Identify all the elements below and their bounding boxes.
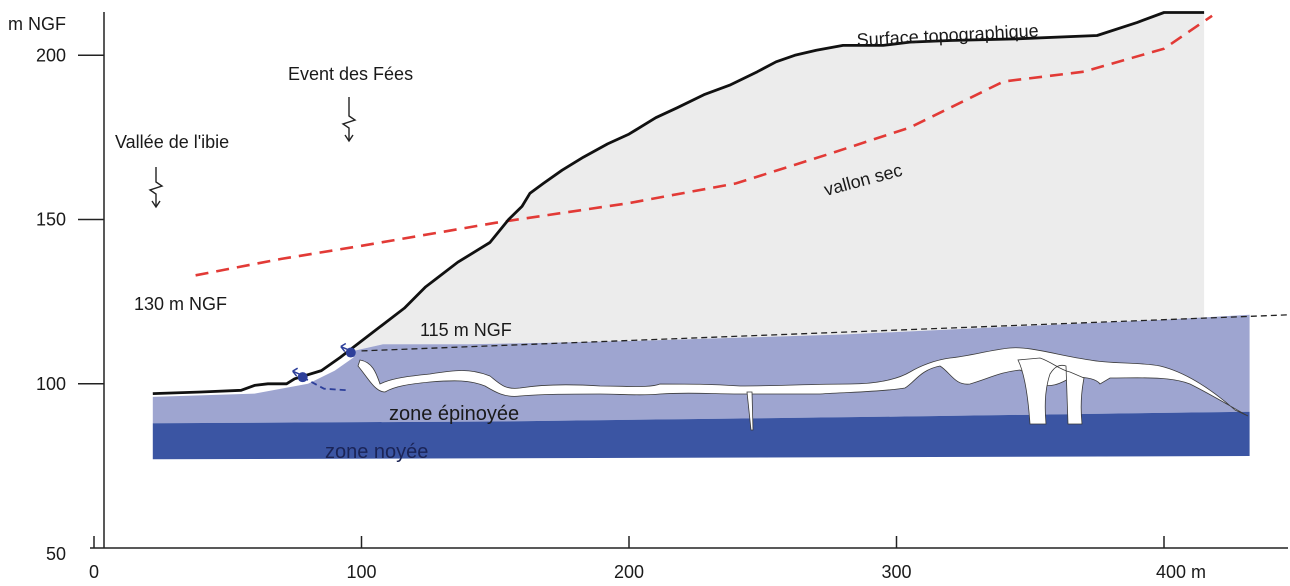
y-tick-label: 50 <box>46 544 66 564</box>
x-tick-label: 300 <box>881 562 911 582</box>
ngf115-line <box>361 314 1290 352</box>
ngf130-label: 130 m NGF <box>134 294 227 314</box>
x-tick-label: 100 <box>346 562 376 582</box>
y-tick-label: 100 <box>36 374 66 394</box>
y-tick-label: 150 <box>36 210 66 230</box>
karst-conduit <box>1017 357 1085 425</box>
x-tick-label: 400 m <box>1156 562 1206 582</box>
event-des-fees-label: Event des Fées <box>288 64 413 84</box>
x-ticks: 0 100 200 300 400 m <box>89 536 1206 582</box>
zone-epinoyee-label: zone épinoyée <box>389 403 519 425</box>
perched-flow-line <box>302 376 349 392</box>
vallee-percolation-icon <box>148 167 164 209</box>
event-percolation-icon <box>341 97 357 143</box>
springs <box>292 342 356 383</box>
ngf115-label: 115 m NGF <box>420 320 512 340</box>
vallon-sec-line <box>195 14 1213 277</box>
y-axis-label: m NGF <box>8 14 66 34</box>
unsaturated-zone-area <box>353 12 1205 351</box>
y-ticks: 50 100 150 200 <box>36 45 104 564</box>
spring-outflow-arrow <box>292 367 300 377</box>
spring-point <box>297 372 308 383</box>
vallee-ibie-label: Vallée de l'ibie <box>115 132 229 152</box>
zone-noyee-label: zone noyée <box>325 441 428 463</box>
spring-outflow-arrow <box>340 342 349 353</box>
surface-profile-line <box>152 11 1205 395</box>
x-tick-label: 200 <box>614 562 644 582</box>
x-tick-label: 0 <box>89 562 99 582</box>
spring-point <box>345 347 356 358</box>
noyee-zone-area <box>152 411 1250 460</box>
y-tick-label: 200 <box>36 45 66 65</box>
axes <box>90 12 1288 549</box>
karst-conduits <box>357 347 1249 431</box>
karst-conduit <box>746 391 754 431</box>
epinoyee-zone-area <box>152 314 1250 424</box>
